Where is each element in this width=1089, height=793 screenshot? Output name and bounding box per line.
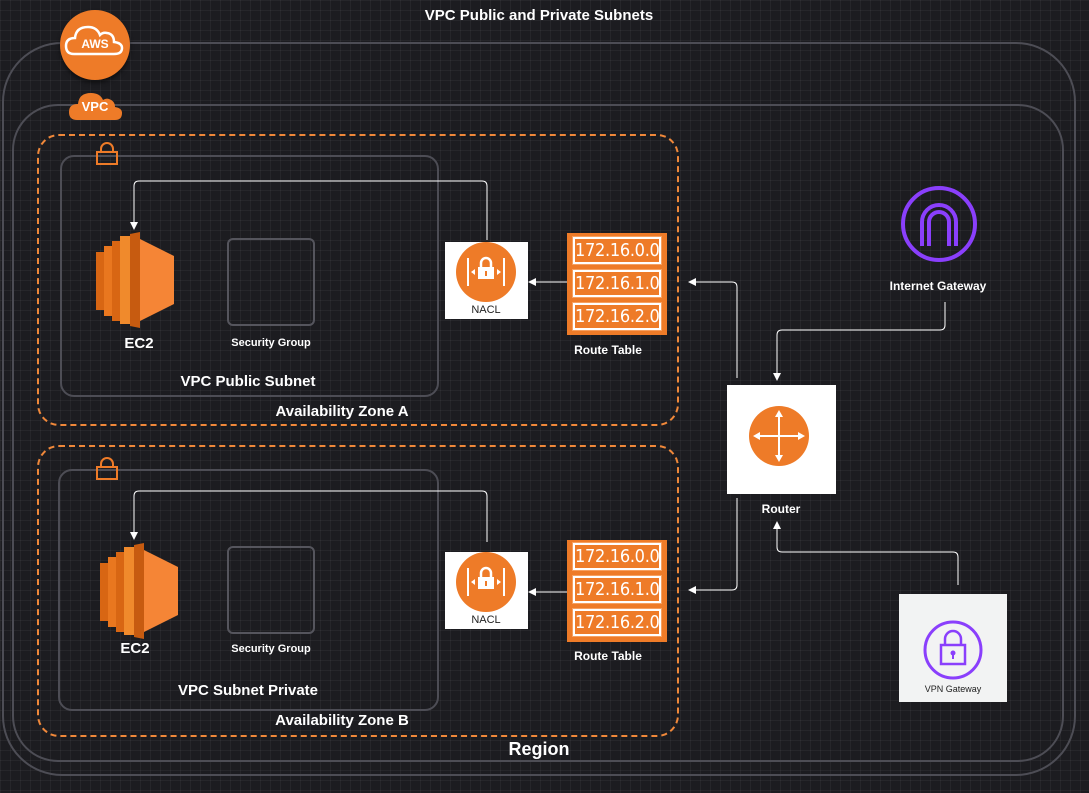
route-table: 172.16.0.0 172.16.1.0 172.16.2.0 xyxy=(567,233,667,335)
private-subnet-label: VPC Subnet Private xyxy=(177,682,319,699)
zone-b-label: Availability Zone B xyxy=(275,712,409,729)
route-table: 172.16.0.0 172.16.1.0 172.16.2.0 xyxy=(567,540,667,642)
nacl-label: NACL xyxy=(471,614,501,626)
security-group-box xyxy=(227,546,315,634)
router-icon xyxy=(749,406,809,466)
route-entry: 172.16.0.0 xyxy=(572,542,662,571)
region-container xyxy=(2,42,1076,776)
nacl-card: NACL xyxy=(445,552,528,629)
vpn-gateway-label: VPN Gateway xyxy=(924,684,982,694)
route-entry: 172.16.2.0 xyxy=(572,302,662,331)
route-table-label: Route Table xyxy=(574,343,642,357)
public-subnet-label: VPC Public Subnet xyxy=(180,373,316,390)
route-entry: 172.16.1.0 xyxy=(572,269,662,298)
ec2-icon xyxy=(100,543,180,639)
zone-a-label: Availability Zone A xyxy=(275,403,409,420)
route-entry: 172.16.1.0 xyxy=(572,575,662,604)
availability-zone-a xyxy=(37,134,679,426)
ec2-icon xyxy=(96,232,176,328)
ec2-label: EC2 xyxy=(124,335,154,352)
security-group-label: Security Group xyxy=(231,337,311,349)
route-table-label: Route Table xyxy=(574,649,642,663)
aws-cloud-icon: AWS xyxy=(60,10,130,80)
internet-gateway-icon xyxy=(898,184,980,266)
security-group-box xyxy=(227,238,315,326)
ec2-label: EC2 xyxy=(120,640,150,657)
router-label: Router xyxy=(761,502,801,516)
nacl-label: NACL xyxy=(471,304,501,316)
lock-icon xyxy=(95,142,119,166)
vpc-container xyxy=(12,104,1064,762)
route-entry: 172.16.2.0 xyxy=(572,608,662,637)
nacl-icon xyxy=(456,552,516,612)
region-label: Region xyxy=(508,739,570,759)
nacl-icon xyxy=(456,242,516,302)
vpc-badge-text: VPC xyxy=(81,99,109,114)
router-card xyxy=(727,385,836,494)
security-group-label: Security Group xyxy=(231,643,311,655)
public-subnet xyxy=(60,155,439,397)
vpn-gateway-card: VPN Gateway xyxy=(899,594,1007,702)
route-entry: 172.16.0.0 xyxy=(572,236,662,265)
aws-badge-text: AWS xyxy=(81,37,109,51)
availability-zone-b xyxy=(37,445,679,737)
diagram-title: VPC Public and Private Subnets xyxy=(424,7,654,24)
nacl-card: NACL xyxy=(445,242,528,319)
vpc-cloud-icon: VPC xyxy=(68,84,122,122)
lock-icon xyxy=(95,457,119,481)
vpn-gateway-icon xyxy=(923,620,983,680)
internet-gateway-label: Internet Gateway xyxy=(889,279,987,293)
private-subnet xyxy=(58,469,439,711)
